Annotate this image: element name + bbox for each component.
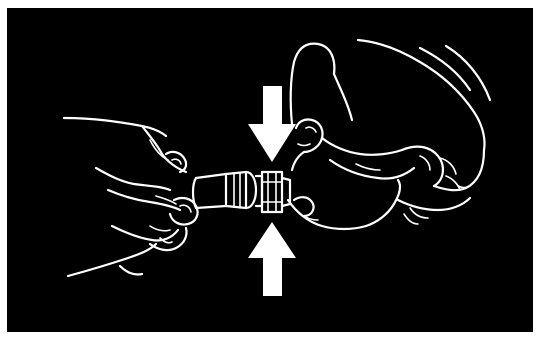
right-hand xyxy=(288,40,490,229)
down-arrow-icon xyxy=(248,86,296,162)
quick-connector xyxy=(256,172,290,212)
up-arrow-icon xyxy=(248,222,296,296)
left-hand xyxy=(64,118,198,276)
tube-fitting xyxy=(193,172,256,208)
